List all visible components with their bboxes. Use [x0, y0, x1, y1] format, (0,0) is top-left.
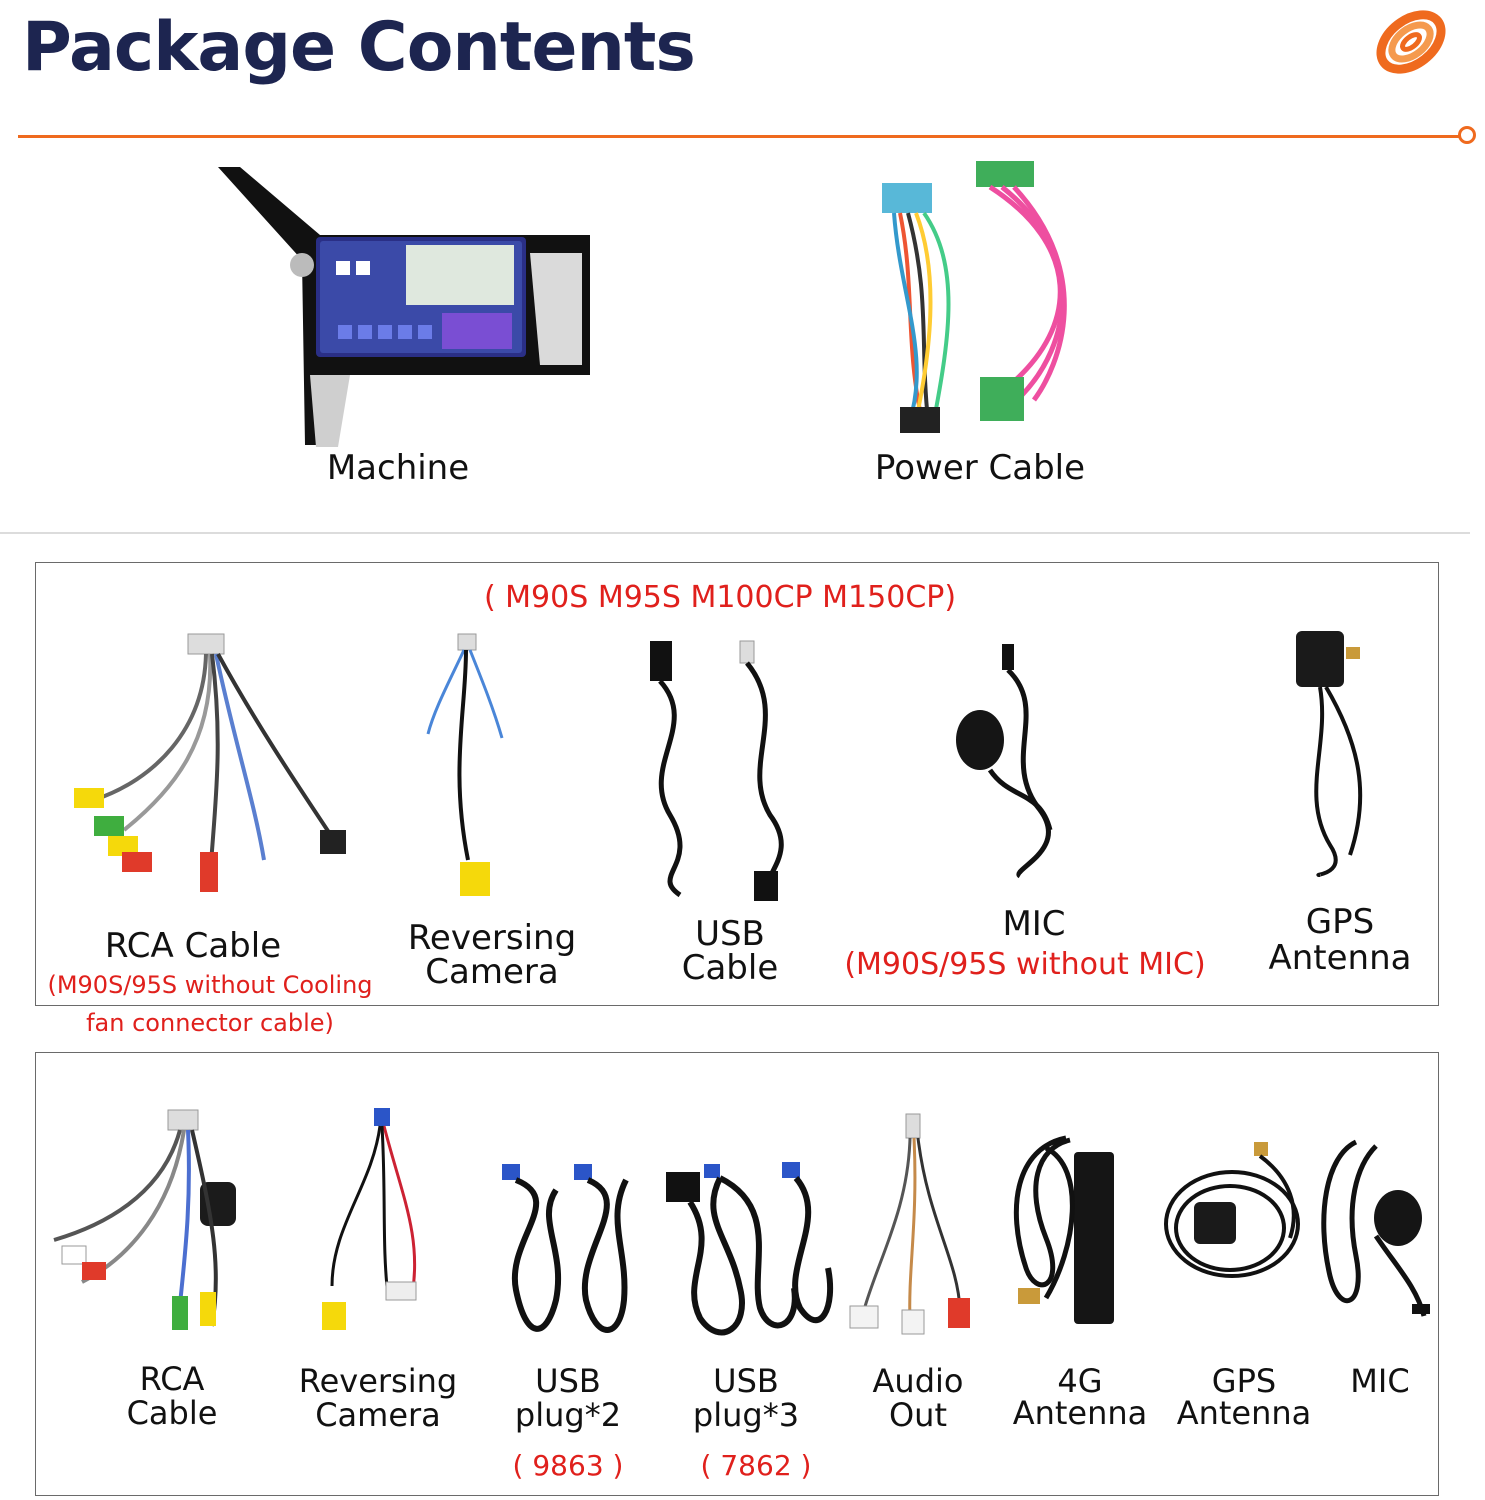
box2-gps-label-2: Antenna	[1176, 1394, 1312, 1432]
machine-image	[210, 165, 600, 455]
page-title: Package Contents	[22, 8, 696, 87]
accessory-box-2	[35, 1052, 1439, 1496]
box2-rca-label-1: RCA	[139, 1360, 205, 1398]
divider-end-dot	[1458, 126, 1476, 144]
box2-usb3-label-1: USB	[713, 1362, 779, 1400]
accessory-box-1	[35, 562, 1439, 1006]
box2-usb2-code: ( 9863 )	[512, 1449, 624, 1482]
mic-2-image	[1316, 1136, 1436, 1326]
box1-rca-note-1: (M90S/95S without Cooling	[47, 971, 373, 999]
rca-cable-image	[64, 630, 354, 900]
reversing-camera-image	[420, 630, 520, 910]
usb-plug-3-image	[660, 1158, 840, 1348]
box1-usb-label-2: Cable	[681, 948, 779, 988]
box2-4g-label-2: Antenna	[1012, 1394, 1148, 1432]
model-list-label: ( M90S M95S M100CP M150CP)	[483, 580, 957, 615]
item-label-power-cable: Power Cable	[874, 448, 1086, 488]
rca-cable-2-image	[42, 1106, 262, 1346]
box1-usb-label-1: USB	[695, 914, 765, 954]
box1-rca-label: RCA Cable	[104, 926, 282, 966]
item-label-machine: Machine	[326, 448, 470, 488]
mic-image	[950, 640, 1090, 880]
box2-mic-label: MIC	[1350, 1362, 1410, 1400]
box1-gps-label-1: GPS	[1305, 902, 1375, 942]
box1-camera-label-2: Camera	[425, 952, 559, 992]
box2-usb2-label-1: USB	[535, 1362, 601, 1400]
box2-camera-label-1: Reversing	[298, 1362, 458, 1400]
box1-mic-label: MIC	[1002, 904, 1066, 944]
brand-logo-icon	[1368, 2, 1454, 82]
reversing-camera-2-image	[312, 1106, 452, 1346]
box2-audio-label-1: Audio	[872, 1362, 964, 1400]
box2-4g-label-1: 4G	[1057, 1362, 1103, 1400]
power-cable-image	[870, 155, 1100, 440]
box2-usb3-label-2: plug*3	[692, 1396, 800, 1434]
usb-plug-2-image	[496, 1160, 636, 1350]
header-divider	[18, 135, 1464, 138]
box1-rca-note-2: fan connector cable)	[86, 1009, 334, 1037]
box2-usb3-code: ( 7862 )	[700, 1449, 812, 1482]
4g-antenna-image	[1006, 1128, 1146, 1338]
box2-usb2-label-2: plug*2	[514, 1396, 622, 1434]
gps-antenna-image	[1290, 625, 1380, 880]
box2-camera-label-2: Camera	[315, 1396, 441, 1434]
usb-cable-image	[640, 635, 810, 905]
gps-antenna-2-image	[1160, 1138, 1310, 1288]
box2-audio-label-2: Out	[888, 1396, 947, 1434]
box2-gps-label-1: GPS	[1211, 1362, 1277, 1400]
box1-camera-label-1: Reversing	[407, 918, 577, 958]
box1-gps-label-2: Antenna	[1268, 938, 1412, 978]
box2-rca-label-2: Cable	[126, 1394, 218, 1432]
box1-mic-note: (M90S/95S without MIC)	[844, 947, 1206, 982]
audio-out-image	[848, 1110, 988, 1350]
section-divider	[0, 532, 1470, 534]
